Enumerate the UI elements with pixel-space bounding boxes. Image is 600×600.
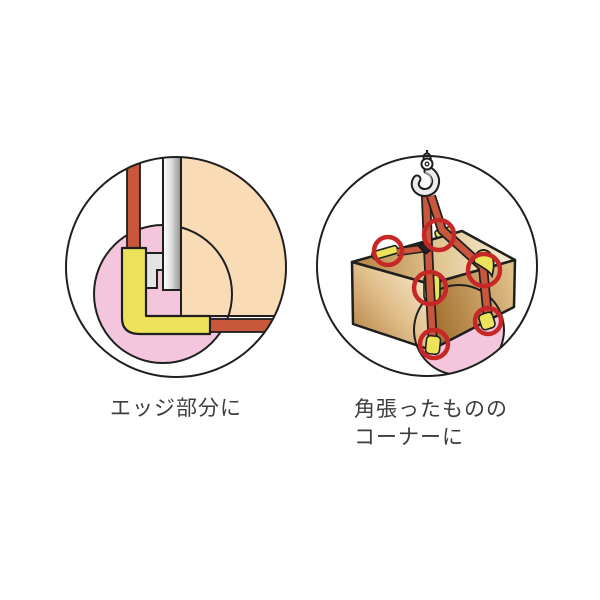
figure-corner-usage: [316, 150, 538, 377]
hook-eye-hole: [424, 161, 430, 167]
hook-shading: [424, 171, 432, 184]
corner-pad-front-bottom: [424, 334, 442, 356]
corner-pad-right-bottom: [478, 311, 496, 331]
highlight-ring: [421, 217, 457, 253]
figure-edge-usage: [65, 156, 287, 378]
caption-corner-line2: コーナーに: [354, 426, 464, 449]
caption-edge: エッジ部分に: [110, 397, 242, 420]
highlight-rings: [371, 217, 504, 361]
outer-circle-outline: [65, 156, 287, 378]
highlight-ring: [411, 269, 449, 307]
highlight-ring: [417, 327, 451, 361]
sling-belt-vertical: [126, 157, 141, 253]
highlight-ring: [472, 305, 504, 337]
sling-belt-horizontal: [197, 318, 286, 333]
caption-corner: 角張ったもののコーナーに: [354, 396, 508, 452]
metal-edge-plate: [162, 157, 182, 291]
corner-pad: [120, 246, 212, 336]
caption-corner-line1: 角張ったものの: [354, 398, 508, 421]
outer-circle-outline: [316, 155, 538, 377]
highlight-ring: [371, 234, 405, 268]
crane-hook-icon: [412, 154, 439, 195]
left-sling: [422, 195, 437, 347]
highlight-ring: [465, 251, 503, 289]
load-block: [180, 157, 286, 317]
right-sling: [427, 194, 492, 320]
